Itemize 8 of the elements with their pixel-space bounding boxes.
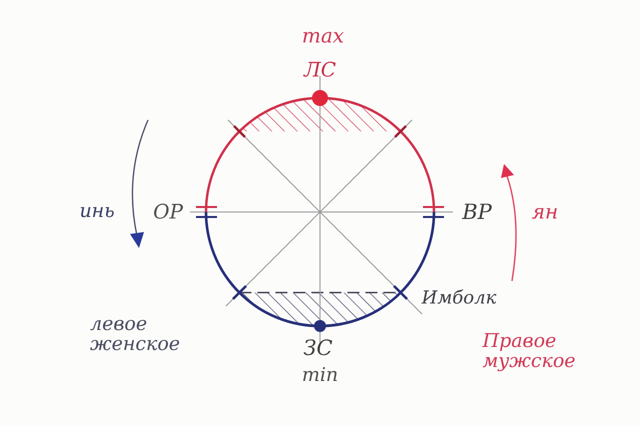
direction-label: ян — [532, 202, 558, 222]
value-label: min — [302, 366, 338, 386]
value-label: max — [302, 26, 344, 46]
point-label: ВР — [462, 200, 492, 224]
side-note: левое женское — [90, 315, 182, 355]
direction-label: инь — [79, 202, 115, 222]
side-note: Правое мужское — [482, 332, 577, 372]
point-label: ОР — [153, 202, 183, 222]
